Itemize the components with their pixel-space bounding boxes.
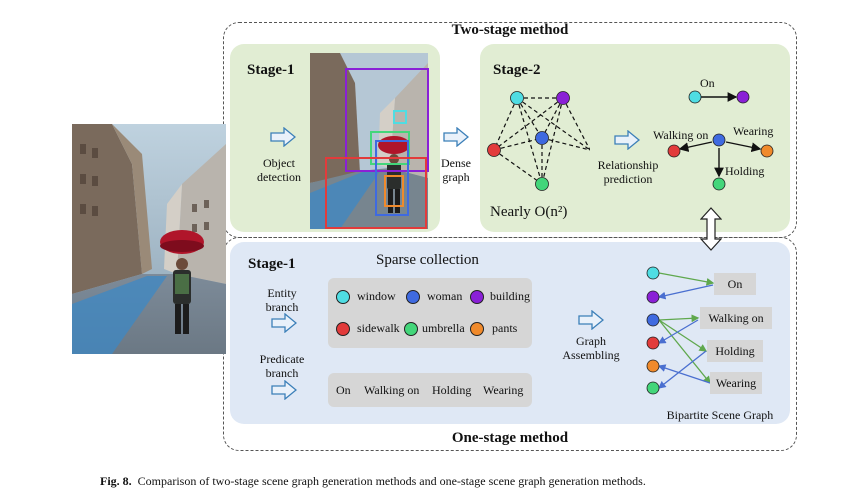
relationship-graph bbox=[667, 90, 774, 191]
dense-node-window bbox=[510, 91, 524, 105]
arrow-entity-branch bbox=[271, 313, 297, 333]
entity-row-2: sidewalk umbrella pants bbox=[336, 321, 536, 337]
dense-node-building bbox=[556, 91, 570, 105]
complexity-label: Nearly O(n²) bbox=[490, 204, 568, 220]
arrow-relationship bbox=[614, 130, 640, 150]
entity-dot-woman bbox=[406, 290, 420, 304]
entity-dot-pants bbox=[470, 322, 484, 336]
arrow-dense-graph bbox=[443, 127, 469, 147]
graph-assembling-label: Graph Assembling bbox=[562, 334, 620, 362]
arrow-predicate-branch bbox=[271, 380, 297, 400]
bbox-window bbox=[393, 110, 407, 124]
relationship-prediction-label: Relationship prediction bbox=[597, 158, 659, 186]
entity-branch-label: Entity branch bbox=[265, 286, 299, 314]
entity-label-pants: pants bbox=[492, 321, 518, 335]
predicate-holding: Holding bbox=[432, 383, 472, 397]
entity-dot-sidewalk bbox=[336, 322, 350, 336]
bip-node-building bbox=[646, 290, 660, 304]
entity-dot-building bbox=[470, 290, 484, 304]
double-arrow bbox=[700, 207, 722, 251]
bbox-umbrella bbox=[370, 131, 410, 165]
rel-node-sidewalk bbox=[667, 144, 681, 158]
entity-dot-umbrella bbox=[404, 322, 418, 336]
caption-label: Fig. 8. bbox=[100, 474, 132, 488]
two-stage-title: Two-stage method bbox=[451, 22, 569, 38]
bbox-woman bbox=[375, 140, 409, 216]
rel-node-window bbox=[688, 90, 702, 104]
two-stage-stage1-label: Stage-1 bbox=[247, 62, 295, 78]
entity-dot-window bbox=[336, 290, 350, 304]
entity-row-1: window woman building bbox=[336, 289, 536, 305]
bip-node-window bbox=[646, 266, 660, 280]
entity-label-woman: woman bbox=[427, 289, 463, 303]
bipartite-label: Bipartite Scene Graph bbox=[666, 408, 774, 422]
predicate-wearing: Wearing bbox=[483, 383, 524, 397]
bipartite-graph bbox=[646, 266, 715, 395]
one-stage-title: One-stage method bbox=[451, 430, 569, 446]
entity-box bbox=[328, 278, 532, 348]
dense-graph bbox=[487, 91, 590, 191]
predicate-row: On Walking on Holding Wearing bbox=[334, 383, 530, 399]
rel-label-walking-on: Walking on bbox=[653, 128, 709, 142]
dense-graph-label: Dense graph bbox=[441, 156, 471, 184]
rel-node-woman bbox=[712, 133, 726, 147]
rel-node-building bbox=[736, 90, 750, 104]
rel-label-holding: Holding bbox=[725, 164, 765, 178]
caption-text: Comparison of two-stage scene graph gene… bbox=[137, 474, 646, 488]
predicate-branch-label: Predicate branch bbox=[259, 352, 305, 380]
bip-pred-wearing: Wearing bbox=[710, 372, 762, 394]
object-detection-label: Object detection bbox=[257, 156, 301, 184]
rel-node-umbrella bbox=[712, 177, 726, 191]
one-stage-stage1-label: Stage-1 bbox=[248, 256, 296, 272]
bip-node-woman bbox=[646, 313, 660, 327]
street-photo bbox=[72, 124, 226, 354]
figure-caption: Fig. 8. Comparison of two-stage scene gr… bbox=[100, 474, 646, 489]
bbox-sidewalk bbox=[325, 157, 427, 229]
two-stage-stage2-label: Stage-2 bbox=[493, 62, 541, 78]
bip-pred-on: On bbox=[714, 273, 756, 295]
entity-label-umbrella: umbrella bbox=[422, 321, 465, 335]
rel-node-pants bbox=[760, 144, 774, 158]
entity-label-sidewalk: sidewalk bbox=[357, 321, 400, 335]
bip-pred-walking-on: Walking on bbox=[700, 307, 772, 329]
bip-pred-holding: Holding bbox=[707, 340, 763, 362]
entity-label-window: window bbox=[357, 289, 396, 303]
bip-node-pants bbox=[646, 359, 660, 373]
dense-node-woman bbox=[535, 131, 549, 145]
bip-node-umbrella bbox=[646, 381, 660, 395]
sparse-collection-label: Sparse collection bbox=[376, 252, 479, 268]
entity-label-building: building bbox=[490, 289, 531, 303]
rel-label-on: On bbox=[700, 76, 715, 90]
arrow-object-detection bbox=[270, 127, 296, 147]
bbox-pants bbox=[384, 175, 404, 207]
dense-node-umbrella bbox=[535, 177, 549, 191]
bbox-building bbox=[345, 68, 429, 172]
arrow-graph-assembling bbox=[578, 310, 604, 330]
bip-node-sidewalk bbox=[646, 336, 660, 350]
predicate-on: On bbox=[336, 383, 351, 397]
rel-label-wearing: Wearing bbox=[733, 124, 774, 138]
predicate-walking-on: Walking on bbox=[364, 383, 420, 397]
dense-node-sidewalk bbox=[487, 143, 501, 157]
predicate-box bbox=[328, 373, 532, 407]
